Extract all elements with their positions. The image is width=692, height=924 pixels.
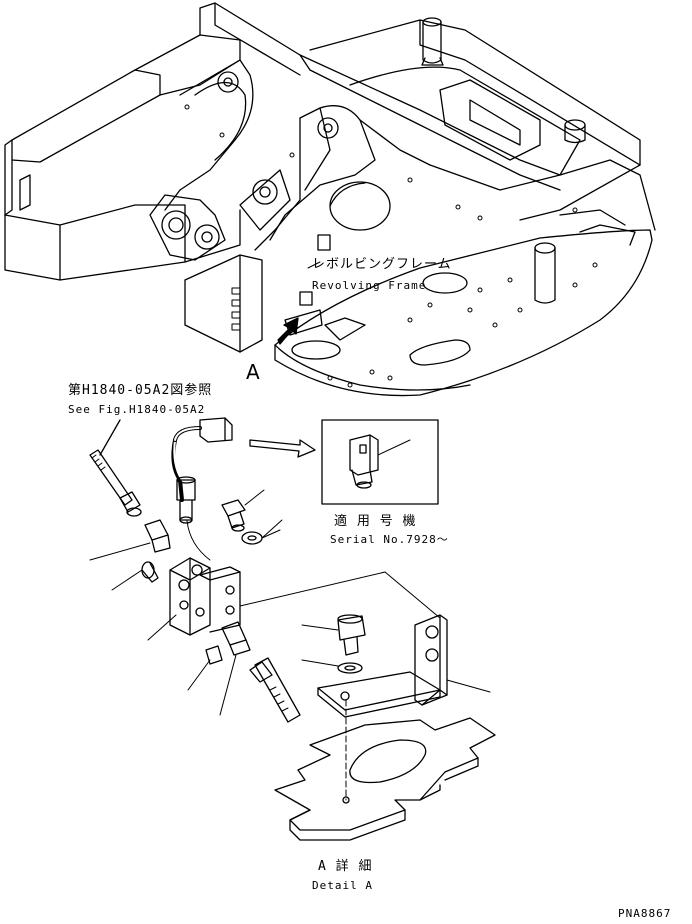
detail-a-drawing xyxy=(274,571,496,841)
detail-a-label-en: Detail A xyxy=(312,879,373,892)
exploded-parts xyxy=(89,417,439,723)
detail-a-label-jp: A 詳 細 xyxy=(318,859,373,874)
serial-label-en: Serial No.7928～ xyxy=(330,533,449,546)
drawing-code: PNA8867 xyxy=(618,907,672,920)
revolving-frame-label-en: Revolving Frame xyxy=(312,279,427,292)
serial-label-jp: 適 用 号 機 xyxy=(334,514,417,529)
view-a-marker: A xyxy=(246,360,260,384)
revolving-frame-label-jp: レボルビングフレーム xyxy=(312,257,452,272)
revolving-frame xyxy=(4,2,656,397)
reference-label-jp: 第H1840-05A2図参照 xyxy=(68,383,213,398)
reference-label-en: See Fig.H1840-05A2 xyxy=(68,403,206,416)
